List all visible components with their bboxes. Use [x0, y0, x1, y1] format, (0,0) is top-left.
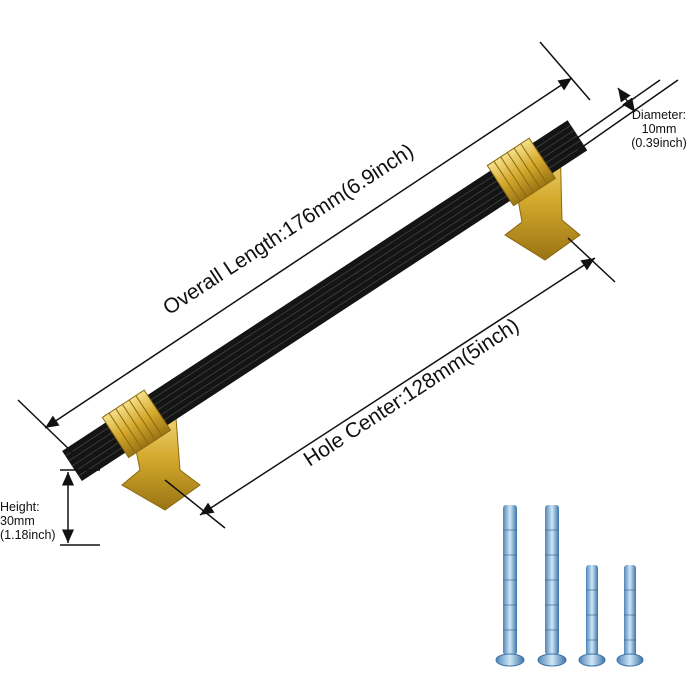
- short-screw: [616, 565, 644, 667]
- screws: [495, 505, 644, 667]
- short-screw: [578, 565, 606, 667]
- height-mm: 30mm: [0, 514, 35, 528]
- diameter-title: Diameter:: [631, 108, 687, 122]
- handle-bar: [62, 120, 588, 482]
- height-inch: (1.18inch): [0, 528, 56, 542]
- height-title: Height:: [0, 500, 40, 514]
- diameter-inch: (0.39inch): [631, 136, 687, 150]
- overall-length-label: Overall Length:176mm(6.9inch): [159, 139, 418, 319]
- diameter-mm: 10mm: [641, 122, 677, 136]
- long-screw: [537, 505, 567, 667]
- diameter-label: Diameter: 10mm (0.39inch): [620, 108, 698, 150]
- long-screw: [495, 505, 525, 667]
- height-label: Height: 30mm (1.18inch): [0, 500, 68, 542]
- diameter-arrow: [617, 87, 636, 113]
- hole-center-arrow: [199, 257, 596, 516]
- hole-center-label: Hole Center:128mm(5inch): [300, 314, 524, 471]
- overall-length-arrow: [44, 77, 573, 429]
